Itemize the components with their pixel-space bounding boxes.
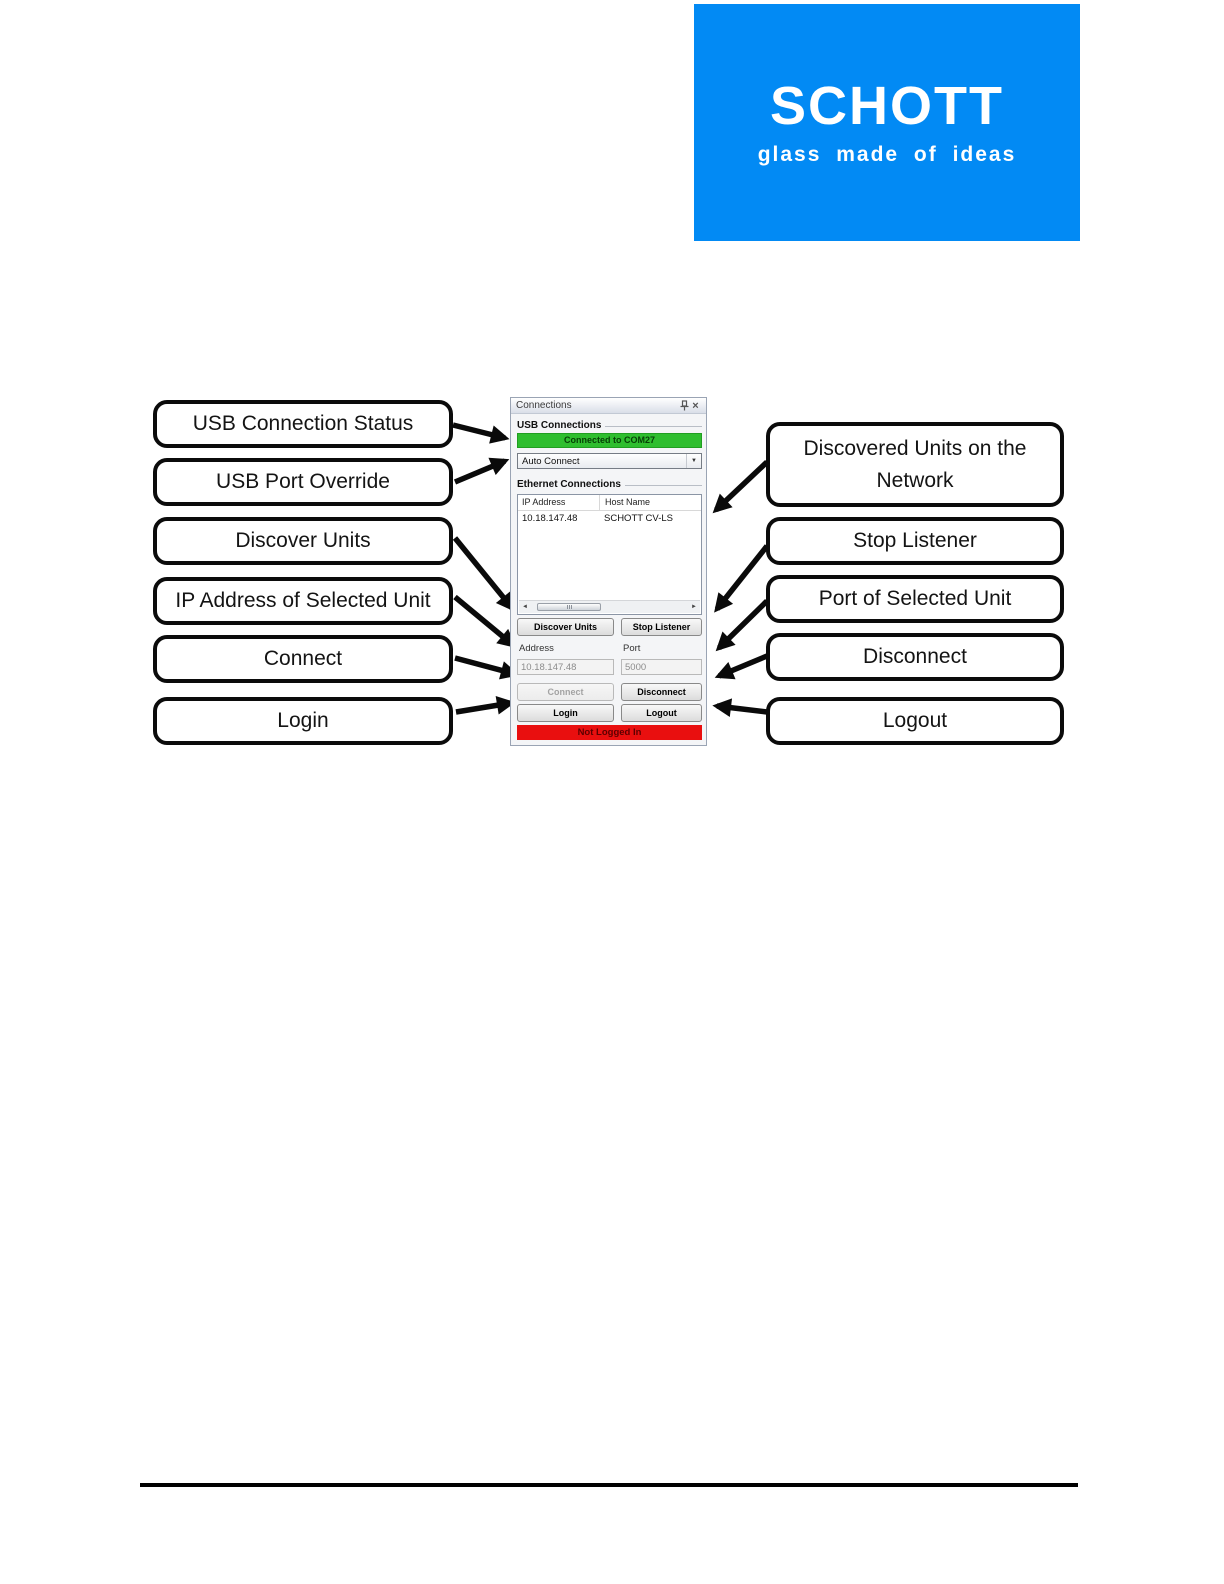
port-label: Port [623,643,641,654]
arrow-discovered-units [712,459,769,514]
logout-button[interactable]: Logout [621,704,702,722]
connect-button[interactable]: Connect [517,683,614,701]
cell-ip-address: 10.18.147.48 [522,513,578,524]
list-header-row: IP Address Host Name [518,495,701,511]
callout-label: IP Address of Selected Unit [175,589,431,613]
callout-port-selected-unit: Port of Selected Unit [766,575,1064,623]
callout-disconnect: Disconnect [766,633,1064,681]
arrow-usb-connection-status [452,422,510,444]
scroll-left-icon[interactable]: ◄ [522,603,528,610]
panel-title: Connections [516,400,572,411]
callout-usb-connection-status: USB Connection Status [153,400,453,448]
stop-listener-button[interactable]: Stop Listener [621,618,702,636]
scrollbar-thumb[interactable] [537,603,601,611]
callout-login: Login [153,697,453,745]
callout-label: Discover Units [235,529,371,553]
pin-icon[interactable] [679,400,690,412]
login-status-bar: Not Logged In [517,725,702,740]
callout-discovered-units-network: Discovered Units on the Network [766,422,1064,507]
horizontal-scrollbar[interactable]: ◄ ► [519,600,700,613]
usb-connections-label: USB Connections [517,420,602,431]
arrow-stop-listener [714,544,770,613]
list-item[interactable]: 10.18.147.48 SCHOTT CV-LS [518,511,701,526]
arrow-login [455,696,516,715]
callout-label: Disconnect [863,645,967,669]
callout-discover-units: Discover Units [153,517,453,565]
arrow-ip-address [453,594,517,648]
callout-label: Logout [882,709,948,733]
usb-status-bar: Connected to COM27 [517,433,702,448]
login-button[interactable]: Login [517,704,614,722]
ethernet-connections-header: Ethernet Connections [517,478,702,491]
callout-ip-address-selected-unit: IP Address of Selected Unit [153,577,453,625]
address-field[interactable] [517,659,614,675]
discover-units-button[interactable]: Discover Units [517,618,614,636]
usb-connections-header: USB Connections [517,419,702,432]
ethernet-connections-label: Ethernet Connections [517,479,621,490]
connections-panel: Connections × USB Connections Connected … [510,397,707,746]
arrow-connect [454,655,520,680]
cell-host-name: SCHOTT CV-LS [604,513,673,524]
thumb-grip [566,605,568,609]
scroll-right-icon[interactable]: ► [691,603,697,610]
arrow-discover-units [452,536,515,612]
close-icon[interactable]: × [692,399,699,412]
panel-titlebar: Connections × [511,398,706,414]
schott-logo-text: SCHOTT [770,75,1004,136]
callout-usb-port-override: USB Port Override [153,458,453,506]
schott-logo-block: SCHOTT glass made of ideas [694,4,1080,241]
port-field[interactable] [621,659,702,675]
address-label: Address [519,643,554,654]
callout-label: USB Connection Status [192,412,414,436]
callout-label: USB Port Override [216,470,390,494]
column-host-name[interactable]: Host Name [605,497,651,507]
arrow-disconnect [714,653,769,680]
disconnect-button[interactable]: Disconnect [621,683,702,701]
callout-stop-listener: Stop Listener [766,517,1064,565]
callout-connect: Connect [153,635,453,683]
schott-tagline: glass made of ideas [757,142,1017,166]
usb-port-dropdown-value: Auto Connect [522,455,580,467]
thumb-grip [568,605,570,609]
arrow-usb-port-override [453,457,510,485]
callout-logout: Logout [766,697,1064,745]
usb-port-dropdown[interactable]: Auto Connect ▼ [517,453,702,469]
callout-label: Port of Selected Unit [818,587,1012,611]
callout-label: Stop Listener [853,529,977,553]
callout-label: Connect [263,647,343,671]
chevron-down-icon: ▼ [686,454,701,468]
arrow-logout [712,698,768,717]
callout-label: Discovered Units on the Network [803,437,1027,492]
thumb-grip [570,605,572,609]
callout-label: Login [277,709,329,733]
footer-divider [140,1483,1078,1487]
arrow-port-selected [715,599,769,652]
ethernet-units-list[interactable]: IP Address Host Name 10.18.147.48 SCHOTT… [517,494,702,615]
column-ip-address[interactable]: IP Address [518,495,600,510]
